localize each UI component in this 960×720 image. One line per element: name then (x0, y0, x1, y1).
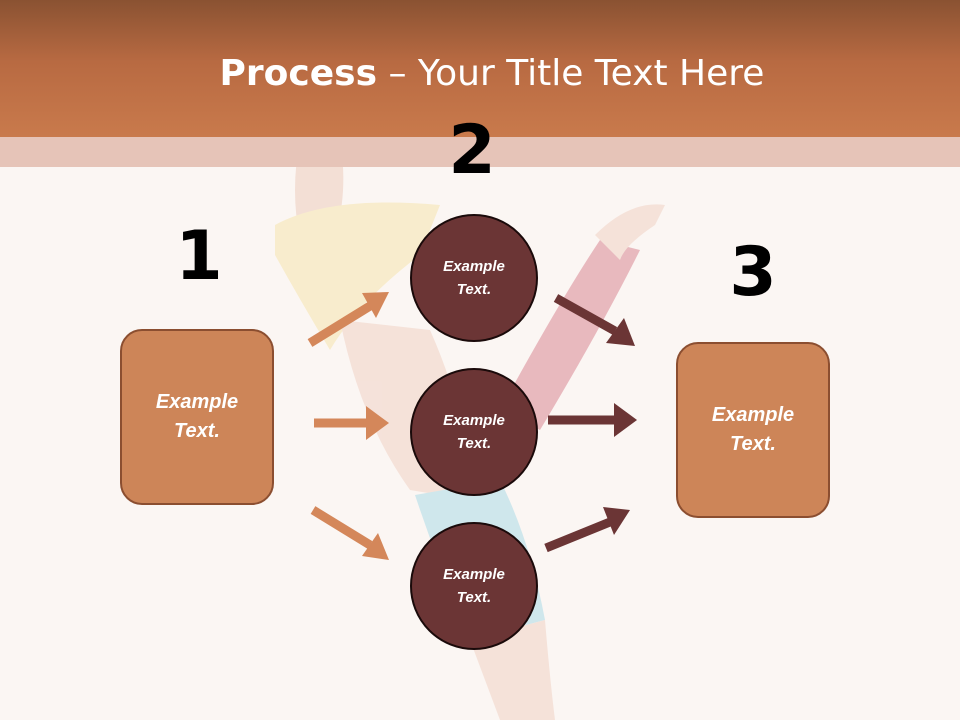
arrow-left-mid (314, 406, 389, 440)
step-2-circle-top: Example Text. (410, 214, 538, 342)
arrow-right-down (553, 294, 635, 346)
step-number-3: 3 (729, 233, 777, 312)
arrow-left-down (310, 506, 389, 560)
step-number-1: 1 (175, 217, 223, 296)
title-rest: – Your Title Text Here (377, 53, 765, 94)
slide-title: Process – Your Title Text Here (0, 52, 960, 96)
step-number-2: 2 (448, 111, 496, 190)
step-1-box: Example Text. (120, 329, 274, 505)
step-2-circle-bottom: Example Text. (410, 522, 538, 650)
step-2-circle-middle: Example Text. (410, 368, 538, 496)
title-band (0, 137, 960, 167)
title-bold: Process (219, 53, 378, 94)
arrow-left-up (307, 292, 389, 347)
arrow-right-up (544, 507, 630, 553)
step-3-box: Example Text. (676, 342, 830, 518)
arrow-right-mid (548, 403, 637, 437)
title-bar (0, 0, 960, 137)
